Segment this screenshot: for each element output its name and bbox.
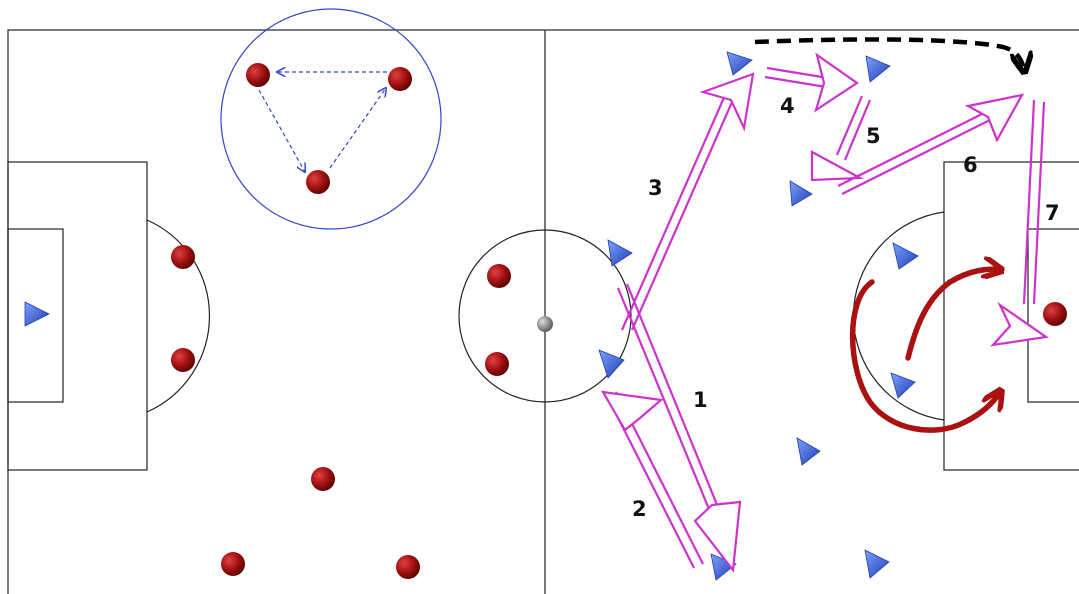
red-ball-player-icon [246, 63, 270, 87]
rondo-pass-arrow [329, 88, 386, 169]
pass-arrow-5 [835, 95, 864, 156]
rondo-circle [220, 8, 442, 230]
curved-run-arrow [849, 279, 1000, 433]
pass-arrow-2-head [600, 390, 664, 432]
red-ball-player-icon [311, 467, 335, 491]
rondo-drill [220, 8, 442, 230]
pass-arrow-7-head [990, 301, 1049, 347]
dashed-run-arrow [754, 37, 1024, 70]
pass-arrow-6 [837, 109, 991, 187]
centre-circle [458, 229, 632, 403]
pass-arrow-7 [1022, 99, 1036, 305]
blue-triangle-player-icon [892, 242, 919, 270]
red-ball-player-icon [306, 170, 330, 194]
step-label-7: 7 [1045, 201, 1060, 225]
pass-arrow-3 [630, 92, 738, 331]
step-label-1: 1 [693, 388, 708, 412]
pass-arrow-5-head [810, 150, 865, 182]
left-goal-box [7, 228, 64, 403]
red-ball-player-icon [1043, 302, 1067, 326]
blue-triangle-player-icon [865, 55, 891, 83]
pass-arrow-3 [620, 92, 728, 331]
left-penalty-arc [146, 219, 210, 413]
blue-triangle-player-icon [796, 437, 821, 466]
pass-arrow-3-head [699, 72, 755, 132]
rondo-pass-arrow [258, 89, 305, 172]
red-ball-player-icon [485, 352, 509, 376]
pass-arrow-1-head [693, 500, 742, 573]
pass-arrow-1 [616, 287, 727, 549]
red-ball-player-icon [487, 264, 511, 288]
blue-triangle-player-icon [598, 349, 625, 379]
step-label-4: 4 [780, 94, 795, 118]
red-ball-player-icon [396, 555, 420, 579]
pitch-markings [7, 29, 1079, 594]
red-ball-player-icon [171, 245, 195, 269]
pass-arrows [600, 52, 1049, 573]
blue-triangle-player-icon [726, 51, 753, 76]
red-ball-player-icon [221, 552, 245, 576]
step-label-5: 5 [866, 124, 881, 148]
step-label-2: 2 [632, 497, 647, 521]
red-ball-player-icon [388, 67, 412, 91]
red-runs [849, 269, 1000, 433]
pass-arrow-6 [841, 117, 995, 195]
pitch-outline [7, 29, 1079, 594]
ball-icon [537, 316, 553, 332]
pass-arrow-5 [843, 99, 872, 161]
blue-triangle-player-icon [24, 301, 50, 327]
pass-arrow-4-head [814, 52, 859, 113]
pass-arrow-4 [764, 75, 827, 89]
red-team [171, 63, 1067, 579]
pass-arrow-7 [1032, 101, 1046, 305]
blue-triangle-player-icon [864, 549, 890, 579]
pass-arrow-6-head [964, 93, 1025, 143]
blue-triangle-player-icon [607, 239, 633, 267]
blue-triangle-player-icon [890, 372, 916, 399]
pass-arrow-1 [625, 283, 735, 545]
step-label-3: 3 [648, 176, 663, 200]
right-goal-box [1027, 228, 1079, 403]
curved-run-arrow [905, 269, 1000, 361]
right-penalty-box [943, 161, 1079, 471]
blue-triangle-player-icon [789, 180, 813, 207]
red-ball-player-icon [171, 348, 195, 372]
step-label-6: 6 [963, 153, 978, 177]
step-labels: 1 2 3 4 5 6 7 [632, 94, 1060, 521]
blue-team [24, 51, 919, 581]
pass-arrow-4 [766, 66, 829, 80]
